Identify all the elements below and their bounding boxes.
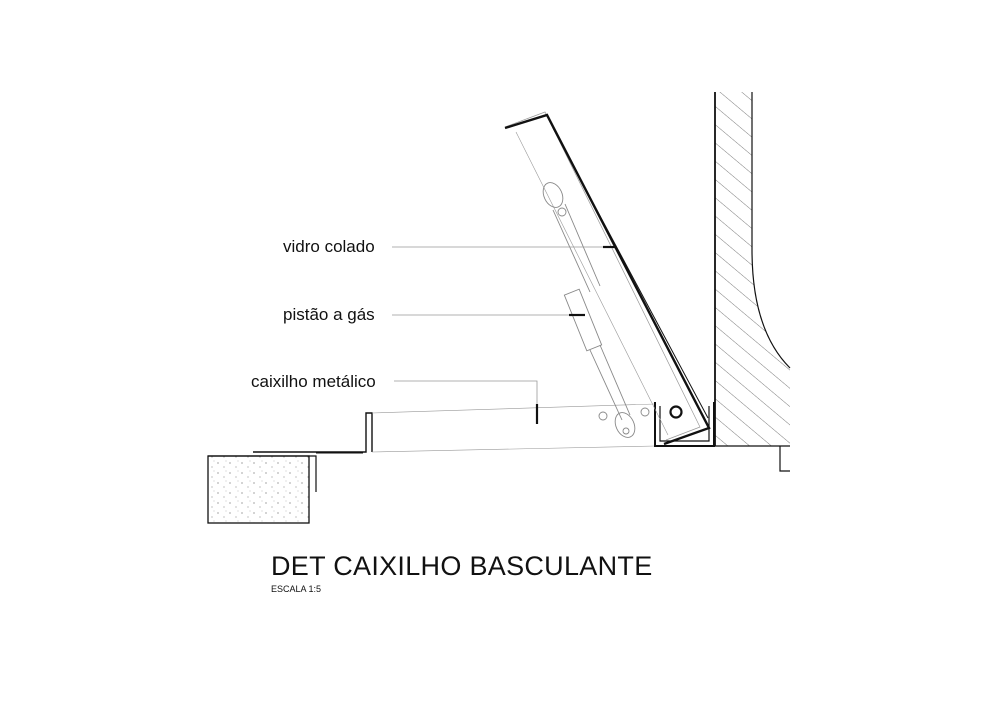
drawing-title: DET CAIXILHO BASCULANTE <box>271 551 653 581</box>
label-vidro-colado: vidro colado <box>283 237 375 256</box>
wall-section <box>714 92 791 472</box>
tilting-pane <box>504 111 711 446</box>
hinge-circle <box>669 405 683 419</box>
metal-frame <box>654 402 715 447</box>
gas-piston <box>542 182 650 438</box>
label-pistao-a-gas: pistão a gás <box>283 305 375 324</box>
leaders <box>392 245 616 424</box>
concrete-slab <box>207 455 310 524</box>
drawing-scale: ESCALA 1:5 <box>271 584 321 594</box>
sill-profile <box>208 403 656 492</box>
label-caixilho-metalico: caixilho metálico <box>251 372 376 391</box>
